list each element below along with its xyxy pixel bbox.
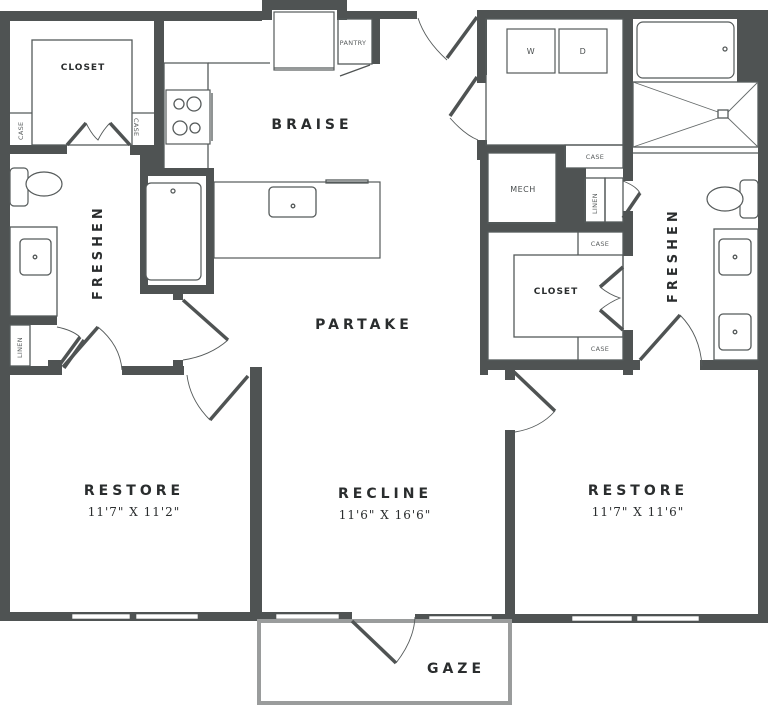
right-bath [632, 21, 759, 367]
room-label-bath-left: FRESHEN [91, 204, 106, 300]
refrigerator [273, 11, 335, 71]
pantry-label: PANTRY [339, 39, 367, 47]
case-label-right-top: CASE [590, 240, 610, 248]
stove [165, 89, 211, 145]
linen-label-left: LINEN [16, 337, 24, 358]
laundry [485, 18, 642, 224]
case-label-right-bottom: CASE [590, 345, 610, 353]
room-dimensions-living: 11'6" X 16'6" [338, 508, 432, 522]
room-dimensions-bedroom-right: 11'7" X 11'6" [591, 505, 685, 519]
balcony-railing [257, 619, 512, 705]
dryer-label: D [579, 47, 587, 56]
room-label-balcony: GAZE [426, 661, 486, 677]
kitchen [163, 11, 381, 259]
left-bathtub [145, 182, 202, 281]
entry-doors [417, 15, 479, 141]
room-label-dining: PARTAKE [315, 317, 413, 333]
room-label-bath-right: FRESHEN [666, 207, 681, 303]
kitchen-island [213, 181, 381, 259]
room-label-bedroom-left: RESTORE [83, 483, 185, 499]
windows [71, 613, 700, 622]
room-label-living: RECLINE [337, 486, 433, 502]
case-label-left-b: CASE [132, 118, 140, 137]
linen-label-right: LINEN [591, 193, 599, 214]
left-closet [10, 39, 154, 147]
room-label-bedroom-right: RESTORE [587, 483, 689, 499]
room-dimensions-bedroom-left: 11'7" X 11'2" [87, 505, 181, 519]
left-bath [9, 167, 250, 422]
closet-label-left: CLOSET [60, 63, 106, 73]
case-label-laundry: CASE [585, 153, 605, 161]
washer-label: W [526, 47, 536, 56]
mech-label: MECH [510, 185, 536, 194]
closet-label-right: CLOSET [533, 287, 579, 297]
case-label-left-a: CASE [17, 121, 25, 140]
right-closet [487, 231, 625, 361]
walls [0, 0, 768, 623]
room-label-kitchen: BRAISE [271, 117, 353, 133]
